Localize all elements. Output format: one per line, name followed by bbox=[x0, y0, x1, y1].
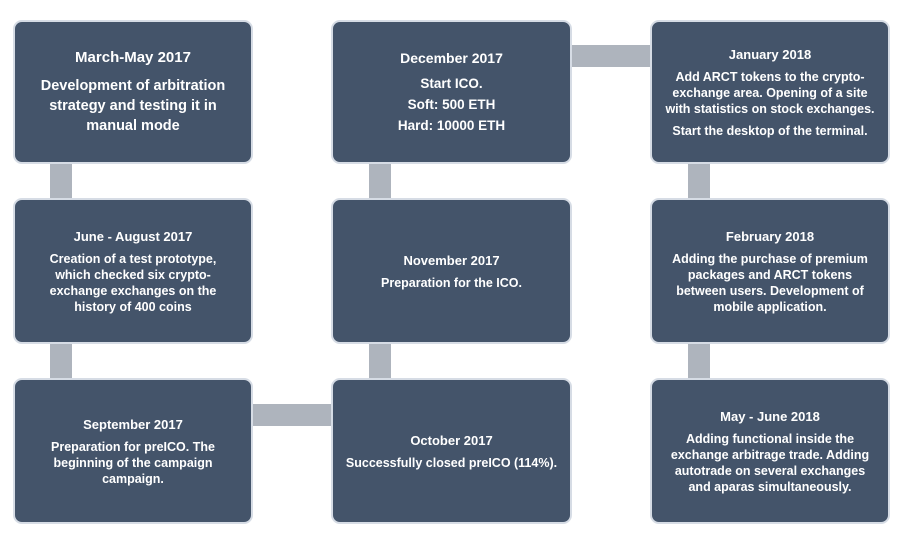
milestone-september-2017: September 2017 Preparation for preICO. T… bbox=[13, 378, 253, 524]
milestone-title: May - June 2018 bbox=[720, 408, 820, 424]
connector-m2-m3 bbox=[50, 344, 72, 378]
milestone-text: Development of arbitration bbox=[40, 78, 226, 94]
milestone-title: March-May 2017 bbox=[75, 49, 191, 66]
milestone-text: Start ICO. bbox=[420, 75, 483, 91]
milestone-text: Add ARCT tokens to the crypto- bbox=[675, 69, 865, 84]
milestone-text: Start the desktop of the terminal. bbox=[672, 123, 868, 138]
milestone-text: Creation of a test prototype, bbox=[49, 251, 217, 266]
connector-m3-m4 bbox=[253, 404, 331, 426]
connector-m4-m5 bbox=[369, 344, 391, 378]
connector-m8-m9 bbox=[688, 344, 710, 378]
milestone-text: which checked six crypto- bbox=[55, 267, 211, 282]
milestone-title: February 2018 bbox=[725, 228, 815, 244]
milestone-text: autotrade on several exchanges bbox=[674, 463, 866, 478]
milestone-text: mobile application. bbox=[713, 299, 827, 314]
milestone-title: January 2018 bbox=[728, 46, 812, 62]
milestone-text: campaign. bbox=[102, 471, 164, 486]
milestone-text: packages and ARCT tokens bbox=[687, 267, 853, 282]
milestone-text: with statistics on stock exchanges. bbox=[665, 101, 875, 116]
milestone-text: manual mode bbox=[86, 118, 180, 134]
milestone-text: exchange area. Opening of a site bbox=[672, 85, 868, 100]
milestone-text: Hard: 10000 ETH bbox=[397, 117, 506, 133]
milestone-text: Adding the purchase of premium bbox=[672, 251, 868, 266]
connector-m7-m8 bbox=[688, 164, 710, 198]
milestone-text: and aparas simultaneously. bbox=[688, 479, 852, 494]
connector-m1-m2 bbox=[50, 164, 72, 198]
milestone-text: exchange arbitrage trade. Adding bbox=[670, 447, 870, 462]
milestone-text: beginning of the campaign bbox=[53, 455, 213, 470]
milestone-title: November 2017 bbox=[403, 252, 500, 268]
milestone-title: September 2017 bbox=[83, 416, 183, 432]
milestone-march-may-2017: March-May 2017 Development of arbitratio… bbox=[13, 20, 253, 164]
connector-m5-m6 bbox=[369, 164, 391, 198]
milestone-june-august-2017: June - August 2017 Creation of a test pr… bbox=[13, 198, 253, 344]
milestone-january-2018: January 2018 Add ARCT tokens to the cryp… bbox=[650, 20, 890, 164]
milestone-text: Soft: 500 ETH bbox=[407, 96, 496, 112]
milestone-text: Adding functional inside the bbox=[685, 431, 855, 446]
milestone-text: history of 400 coins bbox=[74, 299, 192, 314]
milestone-may-june-2018: May - June 2018 Adding functional inside… bbox=[650, 378, 890, 524]
milestone-text: Preparation for the ICO. bbox=[381, 275, 522, 290]
milestone-text: exchange exchanges on the bbox=[49, 283, 217, 298]
milestone-november-2017: November 2017 Preparation for the ICO. bbox=[331, 198, 572, 344]
milestone-title: June - August 2017 bbox=[73, 228, 193, 244]
milestone-text: between users. Development of bbox=[676, 283, 864, 298]
milestone-text: strategy and testing it in bbox=[49, 98, 217, 114]
milestone-title: December 2017 bbox=[400, 49, 503, 66]
milestone-december-2017: December 2017 Start ICO. Soft: 500 ETH H… bbox=[331, 20, 572, 164]
milestone-text: Preparation for preICO. The bbox=[51, 439, 215, 454]
milestone-october-2017: October 2017 Successfully closed preICO … bbox=[331, 378, 572, 524]
milestone-text: Successfully closed preICO (114%). bbox=[345, 455, 558, 470]
milestone-title: October 2017 bbox=[410, 432, 493, 448]
connector-m6-m7 bbox=[572, 45, 650, 67]
milestone-february-2018: February 2018 Adding the purchase of pre… bbox=[650, 198, 890, 344]
